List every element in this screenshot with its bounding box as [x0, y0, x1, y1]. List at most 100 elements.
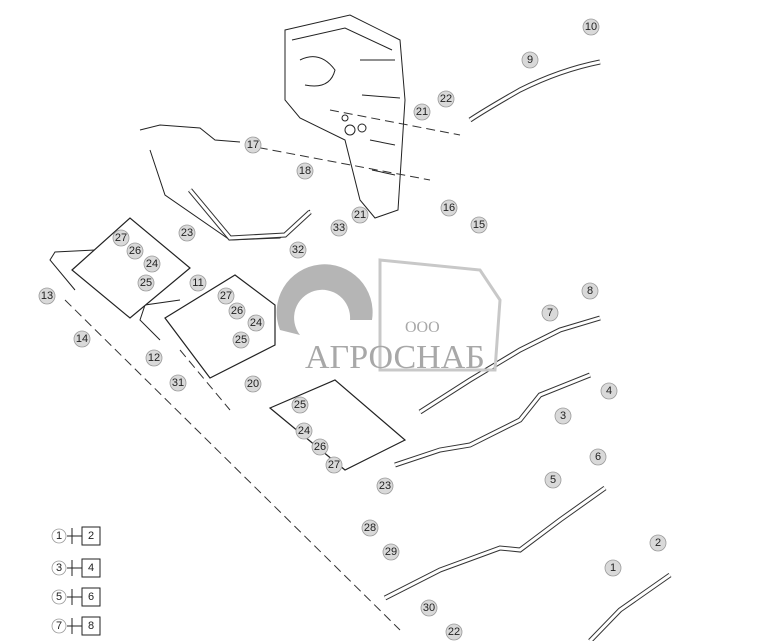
frame-bracket: [284, 14, 406, 219]
callout-number: 2: [655, 537, 661, 549]
callout-number: 24: [250, 317, 262, 329]
callout-9: 33: [330, 219, 348, 237]
callout-bubble: [145, 349, 163, 367]
callout-15: 25: [137, 274, 155, 292]
callout-bubble: [440, 199, 458, 217]
callout-bubble: [470, 216, 488, 234]
callout-number: 7: [547, 307, 553, 319]
callout-number: 32: [292, 244, 304, 256]
callout-number: 14: [76, 333, 88, 345]
callout-number: 6: [595, 451, 601, 463]
legend-item: 7: [56, 620, 62, 632]
callout-bubble: [554, 407, 572, 425]
callout-bubble: [581, 282, 599, 300]
callout-8: 21: [351, 206, 369, 224]
legend-item: 3: [56, 562, 62, 574]
callout-bubble: [126, 242, 144, 260]
callout-bubble: [143, 255, 161, 273]
callout-bubble: [291, 396, 309, 414]
callout-bubble: [582, 18, 600, 36]
legend: 1 23 45 67 8: [51, 526, 101, 636]
callout-31: 24: [295, 422, 313, 440]
callout-bubble: [437, 90, 455, 108]
legend-row: 5 6: [51, 587, 101, 607]
watermark-small-text: ООО: [405, 319, 440, 336]
callout-27: 7: [541, 304, 559, 322]
callout-2: 21: [413, 103, 431, 121]
callout-36: 5: [544, 471, 562, 489]
callout-number: 4: [606, 385, 612, 397]
callout-30: 25: [291, 396, 309, 414]
callout-number: 25: [294, 399, 306, 411]
callout-bubble: [295, 422, 313, 440]
callout-bubble: [589, 448, 607, 466]
callout-bubble: [217, 287, 235, 305]
callout-number: 5: [550, 474, 556, 486]
callout-number: 13: [41, 290, 53, 302]
callout-bubble: [296, 162, 314, 180]
callout-number: 18: [299, 165, 311, 177]
callout-bubble: [137, 274, 155, 292]
callout-24: 31: [169, 374, 187, 392]
callout-number: 25: [235, 334, 247, 346]
callout-bubble: [112, 229, 130, 247]
callout-number: 17: [247, 139, 259, 151]
callout-12: 27: [112, 229, 130, 247]
callout-19: 27: [217, 287, 235, 305]
callout-20: 26: [228, 302, 246, 320]
callout-number: 24: [298, 425, 310, 437]
callout-number: 22: [440, 93, 452, 105]
callout-14: 24: [143, 255, 161, 273]
legend-item: 5: [56, 591, 62, 603]
legend-row: 1 2: [51, 526, 101, 546]
legend-pair: 6: [88, 591, 94, 603]
callout-bubble: [351, 206, 369, 224]
callout-bubble: [311, 438, 329, 456]
callout-bubble: [178, 224, 196, 242]
callout-33: 27: [325, 456, 343, 474]
callout-37: 28: [361, 519, 379, 537]
callout-5: 18: [296, 162, 314, 180]
callout-bubble: [541, 304, 559, 322]
callout-number: 30: [423, 602, 435, 614]
dashed-leaders: [64, 109, 461, 631]
callout-38: 29: [382, 543, 400, 561]
legend-item: 1: [56, 530, 62, 542]
callout-11: 23: [178, 224, 196, 242]
callout-28: 4: [600, 382, 618, 400]
callout-number: 10: [585, 21, 597, 33]
callout-bubble: [232, 331, 250, 349]
callout-number: 25: [140, 277, 152, 289]
legend-row: 7 8: [51, 616, 101, 636]
callout-16: 13: [38, 287, 56, 305]
callout-number: 3: [560, 410, 566, 422]
callout-number: 28: [364, 522, 376, 534]
callout-bubble: [420, 599, 438, 617]
callout-bubble: [361, 519, 379, 537]
callout-bubble: [382, 543, 400, 561]
callout-13: 26: [126, 242, 144, 260]
callout-bubble: [244, 375, 262, 393]
callout-39: 1: [604, 559, 622, 577]
callout-10: 32: [289, 241, 307, 259]
callout-number: 31: [172, 377, 184, 389]
callout-number: 26: [231, 305, 243, 317]
callout-number: 23: [379, 480, 391, 492]
callout-bubble: [228, 302, 246, 320]
callout-bubble: [244, 136, 262, 154]
callout-29: 3: [554, 407, 572, 425]
agrosnab-watermark: ООО АГРОСНАБ: [276, 258, 502, 376]
callout-42: 22: [445, 623, 463, 641]
callout-17: 14: [73, 330, 91, 348]
legend-pair: 2: [88, 530, 94, 542]
callout-bubble: [445, 623, 463, 641]
callout-7: 15: [470, 216, 488, 234]
callout-bubble: [247, 314, 265, 332]
callout-bubble: [325, 456, 343, 474]
callout-bubble: [289, 241, 307, 259]
callout-4: 17: [244, 136, 262, 154]
callout-bubble: [544, 471, 562, 489]
callout-number: 24: [146, 258, 158, 270]
callout-number: 23: [181, 227, 193, 239]
